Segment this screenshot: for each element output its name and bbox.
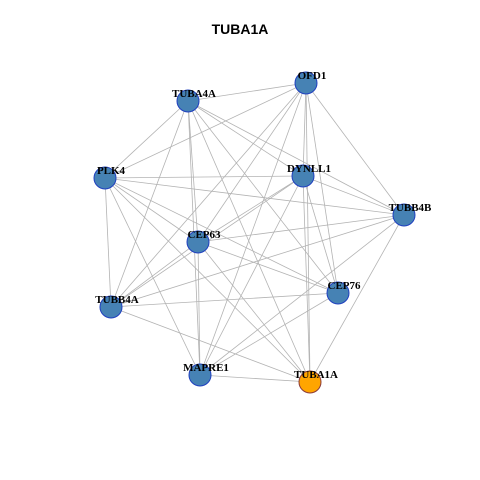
node-label-cep63: CEP63 <box>188 229 222 241</box>
node-label-dynll1: DYNLL1 <box>287 163 331 175</box>
node-label-tubb4a: TUBB4A <box>95 294 138 306</box>
node-dynll1 <box>291 164 315 188</box>
node-label-ofd1: OFD1 <box>298 70 327 82</box>
edge-ofd1-cep76 <box>305 82 339 294</box>
edge-plk4-tuba1a <box>104 177 311 383</box>
edge-tuba4a-tuba1a <box>187 100 311 383</box>
node-tubb4b <box>392 203 416 227</box>
edge-tubb4b-cep63 <box>197 214 405 243</box>
edge-ofd1-tubb4a <box>110 82 307 308</box>
node-tuba1a <box>298 370 322 394</box>
edge-ofd1-tubb4b <box>305 82 405 216</box>
edge-dynll1-cep63 <box>197 175 304 243</box>
node-label-mapre1: MAPRE1 <box>183 362 229 374</box>
edge-ofd1-dynll1 <box>302 82 307 177</box>
edge-cep63-tuba1a <box>197 241 311 383</box>
node-tuba4a <box>176 89 200 113</box>
edge-tubb4a-tuba1a <box>110 306 311 383</box>
node-label-cep76: CEP76 <box>328 280 362 292</box>
edge-tubb4b-tuba1a <box>309 214 405 383</box>
edge-cep63-mapre1 <box>197 241 201 376</box>
edge-tubb4a-cep76 <box>110 292 339 308</box>
edge-dynll1-cep76 <box>302 175 339 294</box>
node-cep76 <box>326 281 350 305</box>
node-tubb4a <box>99 295 123 319</box>
node-label-tubb4b: TUBB4B <box>389 202 432 214</box>
node-label-tuba1a: TUBA1A <box>294 369 338 381</box>
edge-cep63-tubb4a <box>110 241 199 308</box>
edge-plk4-mapre1 <box>104 177 201 376</box>
node-cep63 <box>186 230 210 254</box>
edge-plk4-tubb4a <box>104 177 112 308</box>
node-mapre1 <box>188 363 212 387</box>
edge-tubb4b-tubb4a <box>110 214 405 308</box>
edge-tuba4a-cep63 <box>187 100 199 243</box>
edge-dynll1-tuba1a <box>302 175 311 383</box>
node-label-plk4: PLK4 <box>97 165 126 177</box>
edge-ofd1-cep63 <box>197 82 307 243</box>
edge-plk4-cep63 <box>104 177 199 243</box>
edge-ofd1-plk4 <box>104 82 307 179</box>
edge-cep76-mapre1 <box>199 292 339 376</box>
edge-dynll1-mapre1 <box>199 175 304 376</box>
edge-mapre1-tuba1a <box>199 374 311 383</box>
edge-tuba4a-tubb4a <box>110 100 189 308</box>
edge-plk4-cep76 <box>104 177 339 294</box>
node-label-tuba4a: TUBA4A <box>172 88 216 100</box>
edge-dynll1-tubb4b <box>302 175 405 216</box>
edge-tuba4a-tubb4b <box>187 100 405 216</box>
node-ofd1 <box>294 71 318 95</box>
edge-ofd1-mapre1 <box>199 82 307 376</box>
edge-tuba4a-dynll1 <box>187 100 304 177</box>
node-plk4 <box>93 166 117 190</box>
edge-layer <box>104 82 405 383</box>
chart-title: TUBA1A <box>211 21 269 37</box>
edge-plk4-tubb4b <box>104 177 405 216</box>
edge-ofd1-tuba1a <box>305 82 311 383</box>
node-layer <box>93 71 416 394</box>
edge-ofd1-tuba4a <box>187 82 307 102</box>
edge-cep63-cep76 <box>197 241 339 294</box>
edge-tuba4a-cep76 <box>187 100 339 294</box>
edge-tuba4a-plk4 <box>104 100 189 179</box>
edge-plk4-dynll1 <box>104 175 304 179</box>
